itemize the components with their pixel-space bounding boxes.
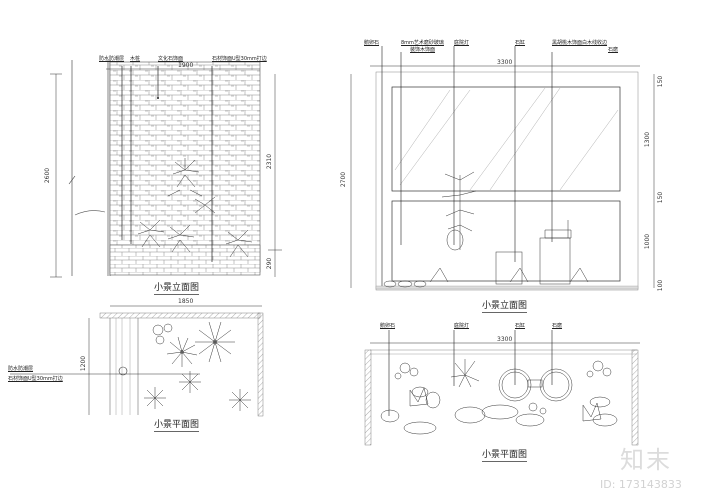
dim-left-plan-depth: 1200: [80, 355, 88, 372]
label-waterproof-layer: 防水防潮层: [99, 56, 125, 62]
dim-right-elev-seg-1: 150: [657, 75, 665, 88]
label-wood-veneer: 装饰木饰面: [410, 47, 436, 53]
dim-left-elev-width: 1900: [178, 62, 194, 69]
dim-right-elev-seg-4: 1000: [644, 233, 652, 250]
label-plan-waterproof-layer: 防水防潮层: [8, 366, 34, 372]
label-plan-stone-jar: 石缸: [515, 323, 526, 329]
dim-right-elev-seg-3: 150: [657, 191, 665, 204]
left-plan: [10, 305, 264, 417]
dim-right-elev-seg-2: 1300: [644, 131, 652, 148]
left-elevation: [50, 60, 282, 278]
title-left-plan: 小景平面图: [154, 417, 200, 432]
dim-right-plan-width: 3300: [497, 336, 513, 343]
watermark-id: ID: 173143833: [600, 478, 682, 491]
title-right-elevation: 小景立面图: [482, 298, 528, 313]
label-plan-stone-mill: 石磨: [552, 323, 563, 329]
label-culture-stone: 文化石饰面: [158, 56, 184, 62]
title-right-plan: 小景平面图: [482, 447, 528, 462]
dim-left-elev-lower: 290: [266, 257, 274, 270]
right-plan: [364, 330, 640, 446]
watermark-logo: 知末: [620, 446, 672, 474]
label-frosted-glass: 8mm艺术磨砂玻璃: [401, 40, 444, 46]
dim-left-elev-total-height: 2600: [44, 167, 52, 184]
title-left-elevation: 小景立面图: [154, 280, 200, 295]
dim-right-elev-total-height: 2700: [340, 171, 348, 188]
label-stone-facing: 石材饰面U型30mm打边: [212, 56, 267, 62]
dim-left-elev-upper: 2310: [266, 153, 274, 170]
label-pebbles: 鹅卵石: [364, 40, 380, 46]
dim-right-elev-seg-5: 100: [657, 279, 665, 292]
label-plan-stone-facing: 石材饰面U型30mm打边: [8, 376, 63, 382]
label-plan-pebbles: 鹅卵石: [380, 323, 396, 329]
label-plan-garden-lamp: 庭院灯: [454, 323, 470, 329]
label-walnut-veneer: 黑胡桃木饰面白木线收边: [552, 40, 608, 46]
dim-left-plan-width: 1850: [178, 298, 194, 305]
dim-right-elev-width: 3300: [497, 59, 513, 66]
right-elevation: [350, 46, 655, 291]
label-garden-lamp: 庭院灯: [454, 40, 470, 46]
label-stone-jar: 石缸: [515, 40, 526, 46]
label-wood-post: 木桩: [130, 56, 141, 62]
label-stone-mill: 石磨: [608, 47, 619, 53]
